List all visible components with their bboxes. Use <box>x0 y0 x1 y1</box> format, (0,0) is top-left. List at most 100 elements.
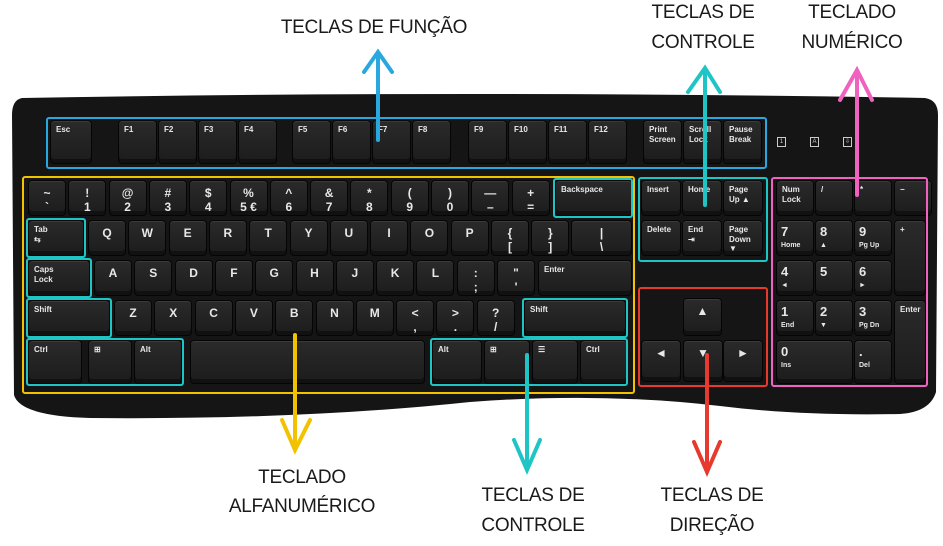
key[interactable]: Y <box>289 220 328 256</box>
key[interactable]: C <box>194 300 233 336</box>
key[interactable]: F12 <box>588 120 627 164</box>
key[interactable]: F <box>214 260 253 296</box>
key[interactable]: − <box>894 180 932 216</box>
key[interactable]: — – <box>471 180 510 216</box>
key[interactable]: $ 4 <box>189 180 228 216</box>
key[interactable]: 8 ▲ <box>815 220 853 256</box>
key[interactable]: L <box>416 260 455 296</box>
key[interactable]: % 5 € <box>229 180 268 216</box>
key[interactable]: F10 <box>508 120 547 164</box>
key[interactable]: Enter <box>538 260 632 296</box>
key[interactable]: F11 <box>548 120 587 164</box>
key[interactable]: Q <box>88 220 126 256</box>
key[interactable]: Pause Break <box>723 120 762 164</box>
key[interactable]: Print Screen <box>643 120 682 164</box>
key[interactable]: D <box>174 260 213 296</box>
key[interactable]: ◄ <box>641 340 681 382</box>
key[interactable]: ⊞ <box>88 340 132 384</box>
key[interactable]: 9 Pg Up <box>854 220 892 256</box>
key[interactable]: J <box>335 260 374 296</box>
key[interactable]: M <box>355 300 394 336</box>
key[interactable]: | \ <box>571 220 632 256</box>
key[interactable]: R <box>208 220 247 256</box>
key[interactable]: 5 <box>815 260 853 296</box>
key[interactable]: 4 ◄ <box>776 260 814 296</box>
key[interactable]: 7 Home <box>776 220 814 256</box>
key[interactable]: { [ <box>491 220 529 256</box>
key[interactable]: ▼ <box>683 340 723 382</box>
key[interactable]: H <box>295 260 334 296</box>
key[interactable]: F8 <box>412 120 451 164</box>
key[interactable]: ~ ` <box>28 180 66 216</box>
key[interactable]: F6 <box>332 120 371 164</box>
key[interactable]: Alt <box>134 340 182 384</box>
key[interactable]: ^ 6 <box>269 180 308 216</box>
key[interactable]: Enter <box>894 300 926 384</box>
key[interactable]: End ⇥ <box>682 220 722 256</box>
key[interactable]: F5 <box>292 120 331 164</box>
key[interactable]: F4 <box>238 120 277 164</box>
key[interactable]: * 8 <box>350 180 389 216</box>
key[interactable] <box>190 340 425 384</box>
key[interactable]: + <box>894 220 926 296</box>
key[interactable]: ! 1 <box>68 180 107 216</box>
key[interactable]: Shift <box>28 300 110 336</box>
key[interactable]: 2 ▼ <box>815 300 853 336</box>
key[interactable]: Home <box>682 180 722 216</box>
key[interactable]: " ' <box>497 260 535 296</box>
key[interactable]: T <box>249 220 288 256</box>
key[interactable]: Esc <box>50 120 92 164</box>
key[interactable]: F3 <box>198 120 237 164</box>
key[interactable]: I <box>370 220 409 256</box>
key[interactable]: E <box>168 220 207 256</box>
key[interactable]: W <box>128 220 167 256</box>
key[interactable]: Page Up ▲ <box>723 180 763 216</box>
key[interactable]: 6 ► <box>854 260 892 296</box>
key[interactable]: Alt <box>432 340 482 384</box>
key[interactable]: 3 Pg Dn <box>854 300 892 336</box>
key[interactable]: N <box>315 300 354 336</box>
key[interactable]: Z <box>114 300 152 336</box>
key[interactable]: F2 <box>158 120 197 164</box>
key[interactable]: ? / <box>476 300 515 336</box>
key[interactable]: ► <box>723 340 763 382</box>
key[interactable]: Backspace <box>555 180 633 216</box>
key[interactable]: P <box>450 220 489 256</box>
key[interactable]: K <box>376 260 415 296</box>
key[interactable]: U <box>329 220 368 256</box>
key[interactable]: S <box>134 260 173 296</box>
key[interactable]: Page Down ▼ <box>723 220 763 256</box>
key[interactable]: > . <box>436 300 475 336</box>
key[interactable]: # 3 <box>148 180 187 216</box>
key[interactable]: ☰ <box>532 340 578 384</box>
key[interactable]: ( 9 <box>390 180 429 216</box>
key[interactable]: ▲ <box>683 298 722 336</box>
key[interactable]: F1 <box>118 120 157 164</box>
key[interactable]: * <box>854 180 892 216</box>
key[interactable]: Ctrl <box>580 340 628 384</box>
key[interactable]: O <box>410 220 449 256</box>
key[interactable]: F9 <box>468 120 507 164</box>
key[interactable]: X <box>154 300 193 336</box>
key[interactable]: @ 2 <box>108 180 147 216</box>
key[interactable]: Ctrl <box>28 340 82 384</box>
key[interactable]: G <box>255 260 294 296</box>
key[interactable]: & 7 <box>310 180 349 216</box>
key[interactable]: Num Lock <box>776 180 814 216</box>
key[interactable]: Delete <box>641 220 681 256</box>
key[interactable]: Insert <box>641 180 681 216</box>
key[interactable]: : ; <box>456 260 495 296</box>
key[interactable]: + = <box>511 180 550 216</box>
key[interactable]: 0 Ins <box>776 340 853 384</box>
key[interactable]: Tab ⇆ <box>28 220 84 256</box>
key[interactable]: < , <box>396 300 435 336</box>
key[interactable]: ⊞ <box>484 340 530 384</box>
key[interactable]: } ] <box>531 220 570 256</box>
key[interactable]: . Del <box>854 340 892 384</box>
key[interactable]: Shift <box>524 300 626 336</box>
key[interactable]: A <box>94 260 132 296</box>
key[interactable]: Caps Lock <box>28 260 90 296</box>
key[interactable]: / <box>815 180 853 216</box>
key[interactable]: ) 0 <box>431 180 469 216</box>
key[interactable]: 1 End <box>776 300 814 336</box>
